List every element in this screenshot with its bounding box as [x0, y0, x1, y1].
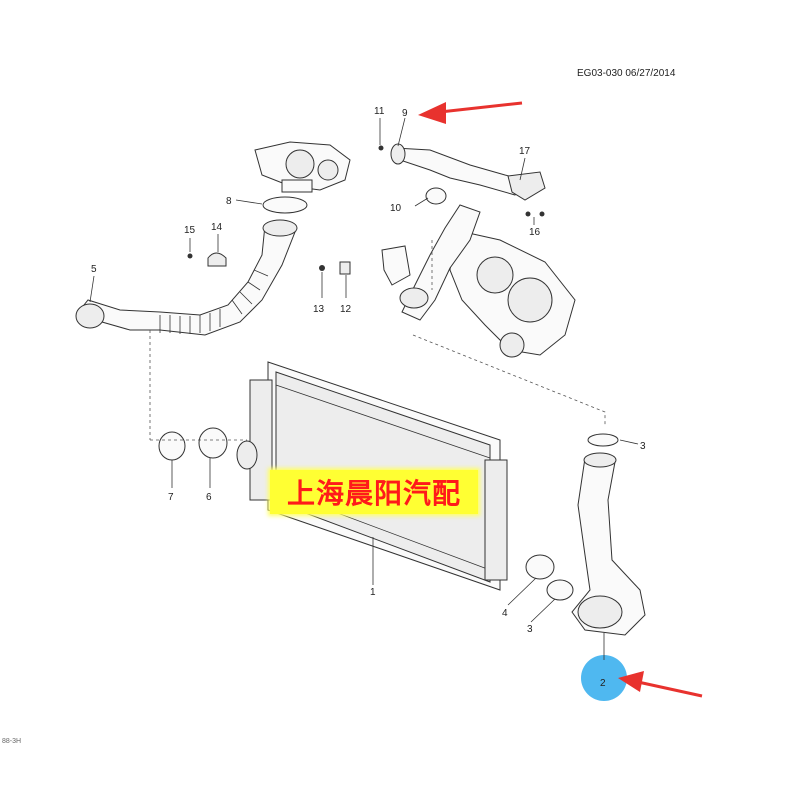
clamp-6	[198, 427, 228, 459]
arrow-to-part-2	[618, 671, 703, 698]
seal-ring-3-lower	[546, 579, 574, 601]
throttle-body	[254, 141, 351, 193]
seal-ring-3-upper	[587, 433, 619, 447]
callout-4: 4	[502, 608, 508, 619]
callout-13: 13	[313, 304, 325, 315]
callout-8: 8	[226, 196, 232, 207]
bracket-12-clip	[339, 261, 351, 275]
bolt-13	[319, 265, 325, 271]
shop-watermark: 上海晨阳汽配	[270, 470, 478, 514]
bolt-11	[378, 145, 384, 151]
clamp-4	[525, 554, 555, 580]
callout-7: 7	[168, 492, 174, 503]
charge-air-hose-2	[571, 452, 646, 636]
diagram-reference-code: EG03-030 06/27/2014	[577, 68, 676, 79]
callout-16: 16	[529, 227, 541, 238]
corrugated-air-hose-5	[75, 219, 298, 336]
turbocharger	[449, 229, 576, 358]
turbo-outlet-pipe-9	[390, 143, 526, 196]
ring-10	[425, 187, 447, 205]
callout-2: 2	[600, 678, 606, 689]
support-bracket	[381, 245, 411, 286]
intercooler-inlet	[236, 440, 258, 470]
callout-5: 5	[91, 264, 97, 275]
bracket-17	[507, 171, 546, 201]
callout-11: 11	[374, 106, 385, 117]
clamp-14	[207, 252, 227, 267]
callout-17: 17	[519, 146, 531, 157]
seal-ring-8	[262, 196, 308, 214]
arrow-to-part-9	[418, 101, 523, 124]
callout-6: 6	[206, 492, 212, 503]
callout-9: 9	[402, 108, 408, 119]
routing-line-a	[412, 334, 606, 425]
turbo-outlet-hose	[399, 204, 481, 321]
leader-lines	[89, 117, 639, 660]
callout-14: 14	[211, 222, 223, 233]
bolt-16b	[539, 211, 545, 217]
callout-3-lower: 3	[527, 624, 533, 635]
corner-note: 88-3H	[2, 738, 22, 745]
bolt-15	[187, 253, 193, 259]
callout-15: 15	[184, 225, 196, 236]
callout-10: 10	[390, 203, 402, 214]
bolt-16a	[525, 211, 531, 217]
callout-1: 1	[370, 587, 376, 598]
callout-3-upper: 3	[640, 441, 646, 452]
seal-ring-7	[158, 431, 186, 461]
callout-12: 12	[340, 304, 352, 315]
part-2-highlight-circle	[581, 655, 627, 701]
